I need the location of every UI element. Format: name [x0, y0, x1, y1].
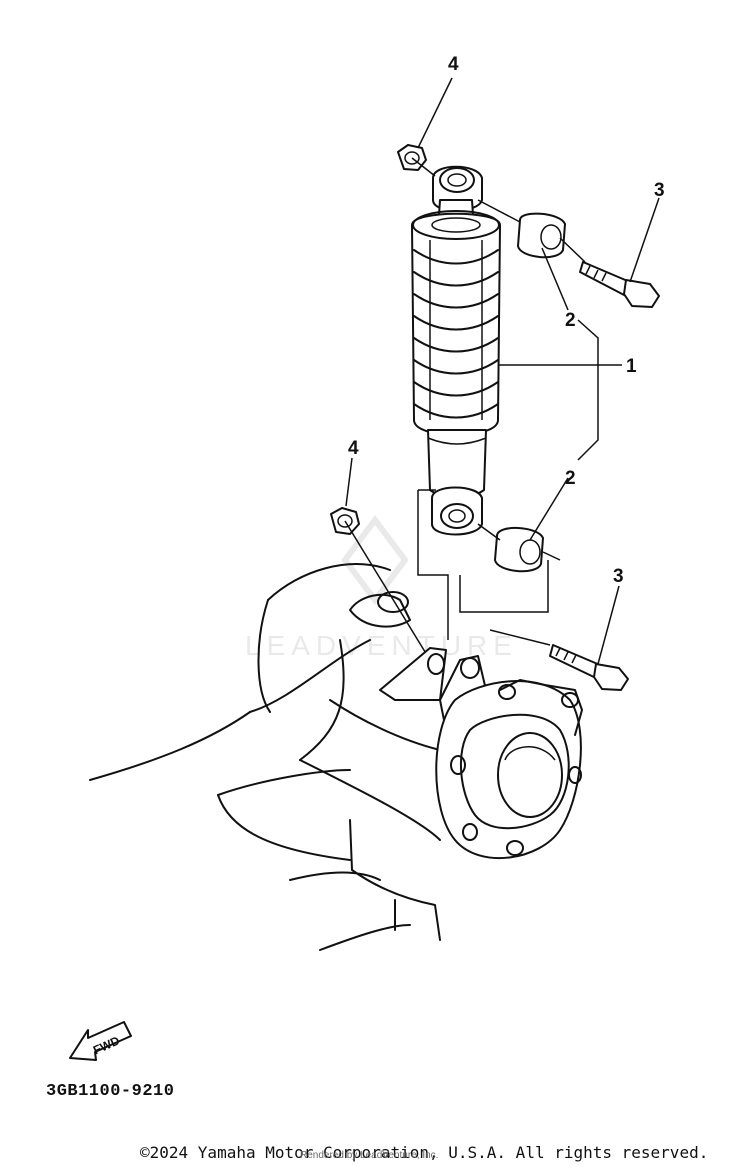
rendered-by-note: Rendered by LeadVenture, Inc.	[300, 1150, 439, 1161]
diagram-code: 3GB1100-9210	[46, 1082, 175, 1101]
fwd-arrow-icon: FWD	[69, 1021, 132, 1061]
rear-axle-housing	[89, 563, 441, 951]
callout-3-top: 3	[654, 180, 665, 201]
callout-4-top: 4	[448, 54, 459, 75]
axle-hub-flange	[435, 679, 583, 860]
callout-4-bottom: 4	[348, 438, 359, 459]
callout-1: 1	[626, 356, 637, 377]
callout-2-bottom: 2	[565, 468, 576, 489]
callout-2-top: 2	[565, 310, 576, 331]
collar-top[interactable]	[517, 212, 566, 259]
assembly-lines	[344, 157, 586, 661]
shock-absorber[interactable]	[411, 199, 501, 499]
callout-leaders	[345, 77, 660, 665]
lower-eye-mount	[431, 486, 483, 536]
bolt-bottom[interactable]	[549, 644, 629, 691]
bolt-top[interactable]	[579, 261, 660, 308]
collar-bottom[interactable]	[494, 526, 544, 573]
watermark: LEADVENTURE	[245, 515, 518, 661]
callout-3-bottom: 3	[613, 566, 624, 587]
copyright-notice: ©2024 Yamaha Motor Corporation, U.S.A. A…	[140, 1143, 709, 1162]
svg-text:LEADVENTURE: LEADVENTURE	[245, 630, 518, 661]
